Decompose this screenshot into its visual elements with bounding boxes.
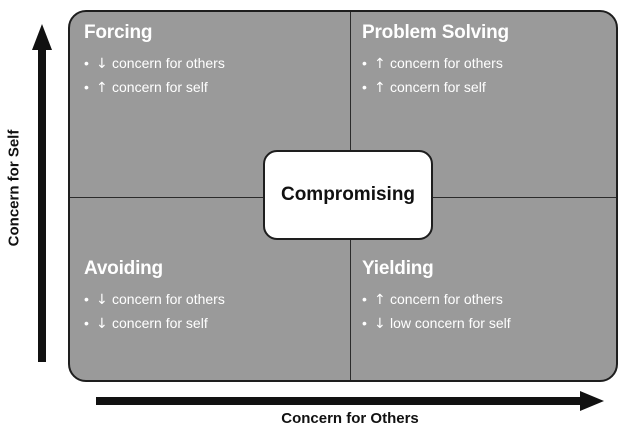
bullet-icon: •: [84, 291, 89, 307]
y-axis-label-text: Concern for Self: [5, 129, 23, 247]
arrow-up-icon: ↑: [374, 56, 386, 72]
list-item: • ↑concern for others: [362, 52, 509, 76]
item-text: concern for self: [112, 315, 208, 331]
quadrant-list: • ↑concern for others • ↓low concern for s…: [362, 288, 511, 336]
quadrant-yielding: Yielding • ↑concern for others • ↓low conc…: [362, 258, 511, 336]
quadrant-problem-solving: Problem Solving • ↑concern for others • ↑c…: [362, 22, 509, 100]
bullet-icon: •: [362, 291, 367, 307]
item-text: concern for self: [390, 79, 486, 95]
quadrant-list: • ↓concern for others • ↓concern for self: [84, 288, 225, 336]
x-axis-arrow: [96, 391, 604, 411]
list-item: • ↓concern for others: [84, 52, 225, 76]
item-text: concern for others: [112, 55, 225, 71]
compromising-box: Compromising: [263, 150, 433, 240]
list-item: • ↓concern for self: [84, 312, 225, 336]
y-axis-arrow: [32, 24, 52, 362]
item-text: concern for self: [112, 79, 208, 95]
quadrant-title: Yielding: [362, 258, 434, 279]
bullet-icon: •: [84, 55, 89, 71]
quadrant-forcing: Forcing • ↓concern for others • ↑concern f…: [84, 22, 225, 100]
item-text: concern for others: [390, 291, 503, 307]
item-text: concern for others: [112, 291, 225, 307]
bullet-icon: •: [362, 79, 367, 95]
list-item: • ↑concern for self: [84, 76, 225, 100]
bullet-icon: •: [362, 315, 367, 331]
item-text: low concern for self: [390, 315, 511, 331]
bullet-icon: •: [362, 55, 367, 71]
x-axis-label: Concern for Others: [281, 410, 419, 427]
quadrant-list: • ↓concern for others • ↑concern for self: [84, 52, 225, 100]
list-item: • ↓low concern for self: [362, 312, 511, 336]
bullet-icon: •: [84, 79, 89, 95]
arrow-up-icon: ↑: [374, 80, 386, 96]
arrow-up-icon: ↑: [374, 292, 386, 308]
quadrant-title: Problem Solving: [362, 22, 509, 43]
arrow-down-icon: ↓: [374, 316, 386, 332]
list-item: • ↑concern for others: [362, 288, 511, 312]
quadrant-avoiding: Avoiding • ↓concern for others • ↓concern …: [84, 258, 225, 336]
arrow-up-icon: ↑: [96, 80, 108, 96]
quadrant-title: Avoiding: [84, 258, 163, 279]
quadrant-title: Forcing: [84, 22, 153, 43]
arrow-down-icon: ↓: [96, 316, 108, 332]
bullet-icon: •: [84, 315, 89, 331]
quadrant-list: • ↑concern for others • ↑concern for self: [362, 52, 509, 100]
arrow-down-icon: ↓: [96, 56, 108, 72]
item-text: concern for others: [390, 55, 503, 71]
list-item: • ↑concern for self: [362, 76, 509, 100]
list-item: • ↓concern for others: [84, 288, 225, 312]
arrow-down-icon: ↓: [96, 292, 108, 308]
